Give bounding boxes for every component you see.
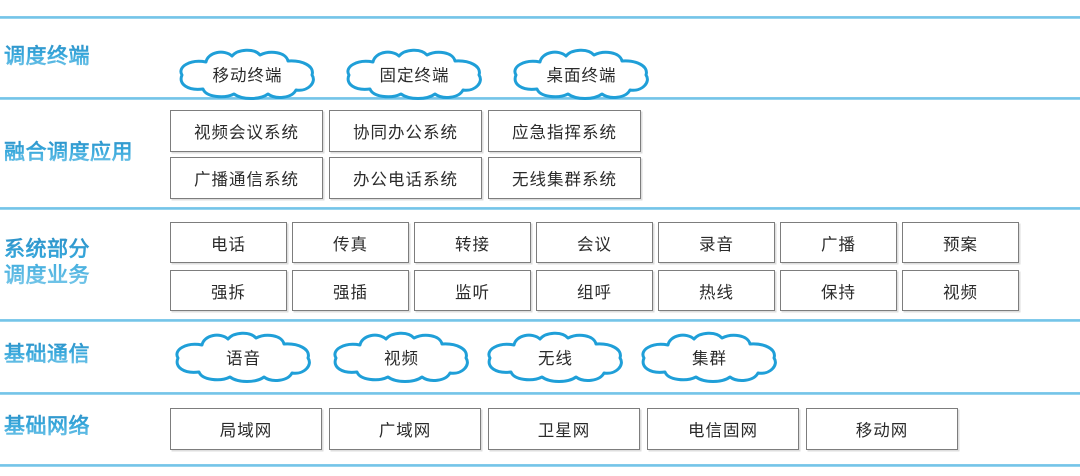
box-node-video-conference-system[interactable]: 视频会议系统 xyxy=(170,110,323,152)
cloud-node-label: 语音 xyxy=(226,350,261,368)
cloud-node-mobile-terminal[interactable]: 移动终端 xyxy=(176,48,319,100)
tier-row-dispatch-terminal: 调度终端 移动终端 固定终端 桌面终端 xyxy=(0,19,1080,100)
cloud-shape-icon xyxy=(179,48,315,100)
tier-label-converged-dispatch-application: 融合调度应用 xyxy=(4,140,174,166)
divider-4 xyxy=(0,392,1080,395)
box-node-forced-insert[interactable]: 强插 xyxy=(292,270,409,311)
box-node-telephone[interactable]: 电话 xyxy=(170,222,287,263)
box-node-telecom-fixed-network[interactable]: 电信固网 xyxy=(647,408,799,450)
cloud-node-label: 集群 xyxy=(692,350,727,368)
box-node-recording[interactable]: 录音 xyxy=(658,222,775,263)
cloud-node-label: 无线 xyxy=(538,350,573,368)
cloud-node-wireless[interactable]: 无线 xyxy=(484,331,627,383)
divider-2 xyxy=(0,207,1080,210)
cloud-shape-icon xyxy=(175,331,311,383)
cloud-node-fixed-terminal[interactable]: 固定终端 xyxy=(343,48,486,100)
box-node-conference[interactable]: 会议 xyxy=(536,222,653,263)
tier-label-dispatch-terminal: 调度终端 xyxy=(4,44,164,70)
divider-3 xyxy=(0,319,1080,322)
cloud-node-label: 移动终端 xyxy=(212,67,283,85)
box-node-broadcast-communication-system[interactable]: 广播通信系统 xyxy=(170,157,323,199)
cloud-shape-icon xyxy=(333,331,469,383)
box-node-hotline[interactable]: 热线 xyxy=(658,270,775,311)
divider-1 xyxy=(0,97,1080,100)
box-node-office-telephone-system[interactable]: 办公电话系统 xyxy=(329,157,482,199)
cloud-shape-icon xyxy=(513,48,649,100)
box-node-wireless-trunking-system[interactable]: 无线集群系统 xyxy=(488,157,641,199)
cloud-node-voice[interactable]: 语音 xyxy=(172,331,315,383)
box-node-wan[interactable]: 广域网 xyxy=(329,408,481,450)
box-node-plan[interactable]: 预案 xyxy=(902,222,1019,263)
box-node-monitor[interactable]: 监听 xyxy=(414,270,531,311)
cloud-node-label: 固定终端 xyxy=(379,67,450,85)
cloud-node-video[interactable]: 视频 xyxy=(330,331,473,383)
box-node-fax[interactable]: 传真 xyxy=(292,222,409,263)
divider-top xyxy=(0,16,1080,19)
box-node-mobile-network[interactable]: 移动网 xyxy=(806,408,958,450)
cloud-node-label: 桌面终端 xyxy=(546,67,617,85)
cloud-node-desktop-terminal[interactable]: 桌面终端 xyxy=(510,48,653,100)
tier-label-system-dispatch-service: 系统部分 调度业务 xyxy=(4,237,164,288)
box-node-satellite-network[interactable]: 卫星网 xyxy=(488,408,640,450)
cloud-shape-icon xyxy=(346,48,482,100)
box-node-transfer[interactable]: 转接 xyxy=(414,222,531,263)
cloud-shape-icon xyxy=(487,331,623,383)
cloud-node-trunking[interactable]: 集群 xyxy=(638,331,781,383)
box-node-group-call[interactable]: 组呼 xyxy=(536,270,653,311)
cloud-node-label: 视频 xyxy=(384,350,419,368)
box-node-forced-release[interactable]: 强拆 xyxy=(170,270,287,311)
cloud-shape-icon xyxy=(641,331,777,383)
tier-row-basic-communication: 基础通信 语音 视频 无线 集群 xyxy=(0,322,1080,392)
tier-row-system-dispatch-service: 系统部分 调度业务 电话 传真 转接 会议 录音 广播 预案 强拆 强插 监听 … xyxy=(0,210,1080,319)
box-node-video[interactable]: 视频 xyxy=(902,270,1019,311)
divider-bottom xyxy=(0,464,1080,467)
tier-label-basic-network: 基础网络 xyxy=(4,414,164,440)
tier-label-basic-communication: 基础通信 xyxy=(4,342,164,368)
tier-row-converged-dispatch-application: 融合调度应用 视频会议系统 协同办公系统 应急指挥系统 广播通信系统 办公电话系… xyxy=(0,100,1080,207)
box-node-lan[interactable]: 局域网 xyxy=(170,408,322,450)
box-node-hold[interactable]: 保持 xyxy=(780,270,897,311)
tier-row-basic-network: 基础网络 局域网 广域网 卫星网 电信固网 移动网 xyxy=(0,395,1080,464)
box-node-broadcast[interactable]: 广播 xyxy=(780,222,897,263)
box-node-collaborative-office-system[interactable]: 协同办公系统 xyxy=(329,110,482,152)
box-node-emergency-command-system[interactable]: 应急指挥系统 xyxy=(488,110,641,152)
